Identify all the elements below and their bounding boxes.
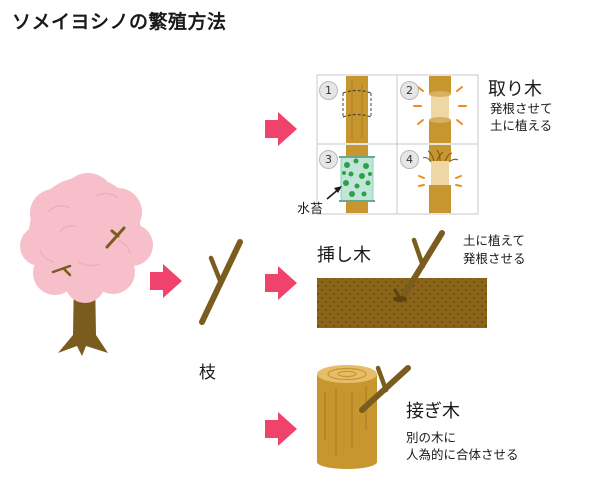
tsugiki-desc-line-1: 別の木に	[406, 430, 457, 445]
sashiki-title: 挿し木	[317, 245, 371, 266]
torigi-step-grid	[316, 74, 479, 215]
sashiki-desc-line-2: 発根させる	[463, 251, 526, 266]
torigi-desc-line-1: 発根させて	[490, 101, 553, 116]
cut-branch-mark	[105, 226, 126, 249]
page-title: ソメイヨシノの繁殖方法	[12, 11, 227, 33]
step-number-3: 3	[319, 150, 338, 169]
tree-trunk	[58, 275, 108, 356]
branch-illustration	[199, 239, 243, 325]
arrow-to-torigi	[265, 112, 297, 146]
flow-arrows	[150, 112, 297, 446]
torigi-title: 取り木	[488, 79, 542, 100]
branch-label: 枝	[199, 363, 216, 383]
tsugiki-title: 接ぎ木	[406, 401, 460, 422]
moss-label: 水苔	[297, 202, 324, 217]
step-number-4: 4	[400, 150, 419, 169]
torigi-step-1	[342, 76, 372, 143]
tsugiki-desc-line-2: 人為的に合体させる	[406, 447, 519, 462]
arrow-to-tsugiki	[265, 412, 297, 446]
step-number-2: 2	[400, 81, 419, 100]
arrow-tree-to-branch	[150, 264, 182, 298]
blossom-texture	[39, 192, 131, 267]
cherry-tree-illustration	[20, 173, 153, 356]
cut-branch-mark-2	[51, 264, 72, 277]
tsugiki-stump	[317, 365, 377, 469]
tsugiki-scion	[359, 365, 411, 413]
torigi-step-3	[326, 145, 375, 213]
arrow-to-sashiki	[265, 266, 297, 300]
torigi-desc-line-2: 土に植える	[490, 118, 553, 133]
torigi-step-4	[418, 145, 462, 213]
step-number-1: 1	[319, 81, 338, 100]
torigi-step-2	[413, 76, 467, 143]
cutting-hole	[393, 296, 407, 302]
sashiki-desc-line-1: 土に植えて	[463, 233, 525, 248]
tree-blossom	[20, 173, 153, 303]
sashiki-soil	[317, 278, 487, 328]
